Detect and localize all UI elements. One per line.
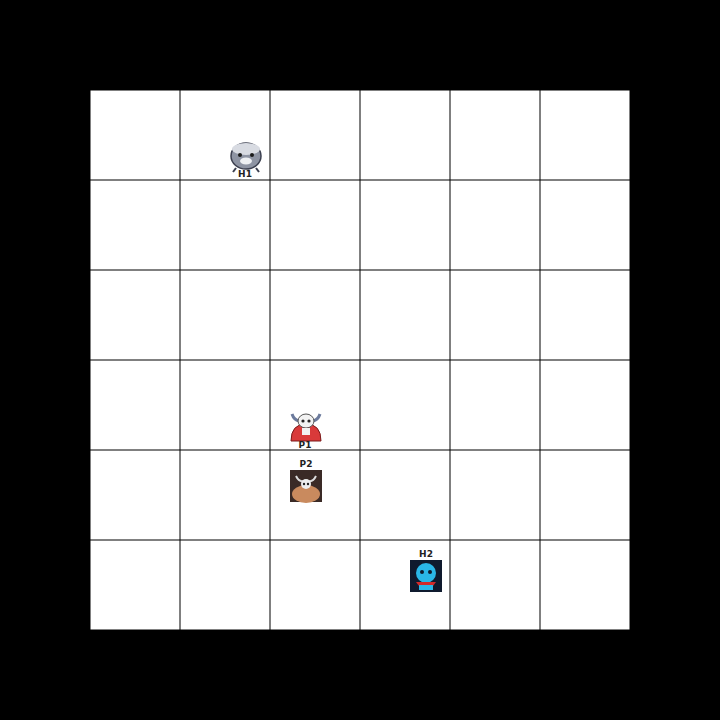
unit-label: H1 [238, 170, 252, 179]
unit-label: H2 [419, 550, 433, 559]
unit-label: P2 [300, 460, 313, 469]
unit-label: P1 [299, 441, 312, 450]
h1-sprite [231, 143, 261, 172]
p1-sprite [291, 414, 321, 441]
p2-sprite [290, 470, 322, 503]
h2-sprite [410, 560, 442, 592]
